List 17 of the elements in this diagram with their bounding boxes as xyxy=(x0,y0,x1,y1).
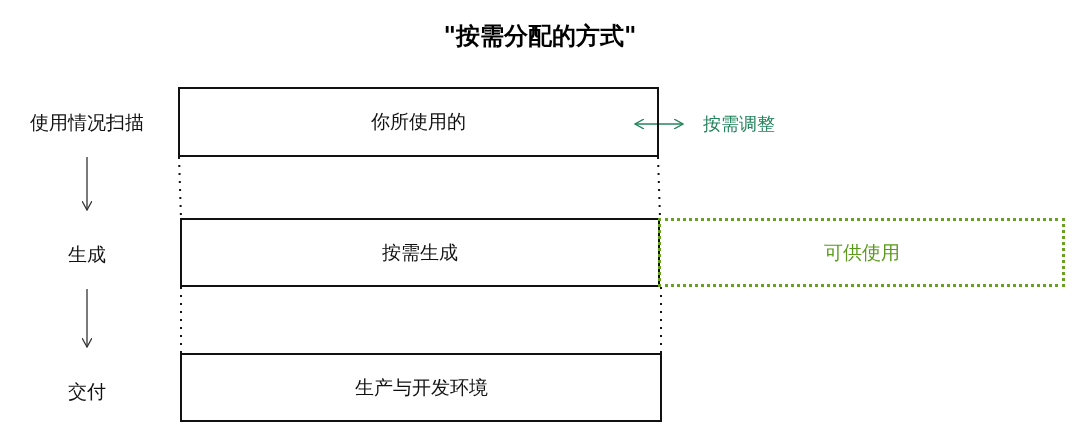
box-label: 可供使用 xyxy=(823,239,900,265)
available-capacity-box xyxy=(658,218,1065,287)
stage-box xyxy=(180,218,660,287)
arrow xyxy=(81,156,93,211)
arrow xyxy=(81,288,93,348)
step-label: 生成 xyxy=(68,242,106,267)
box-label: 按需生成 xyxy=(382,239,458,265)
dotted-line xyxy=(180,286,182,354)
annotation-label: 按需调整 xyxy=(703,112,775,136)
step-label: 交付 xyxy=(68,379,106,404)
diagram-title: "按需分配的方式" xyxy=(442,21,638,52)
step-label: 使用情况扫描 xyxy=(30,110,144,135)
box-label: 你所使用的 xyxy=(371,109,466,134)
box-label: 生产与开发环境 xyxy=(354,374,488,400)
stage-box xyxy=(178,87,659,157)
stage-box xyxy=(180,353,662,422)
dotted-line xyxy=(660,286,662,354)
